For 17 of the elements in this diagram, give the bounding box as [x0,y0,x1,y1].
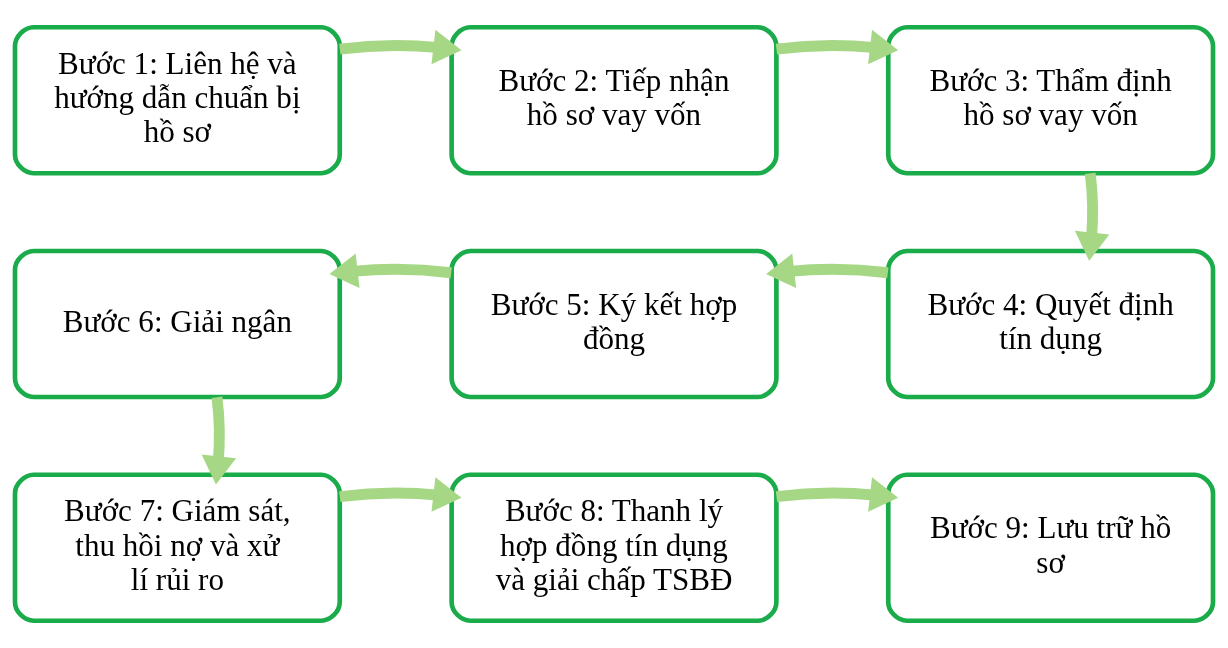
arrow [339,477,462,512]
node-box: Bước 3: Thẩm định hồ sơ vay vốn [885,24,1216,176]
node-box: Bước 1: Liên hệ và hướng dẫn chuẩn bị hồ sơ [12,24,343,176]
node-box: Bước 7: Giám sát, thu hồi nợ và xử lí rủi ro [12,472,343,624]
node-box: Bước 5: Ký kết hợp đồng [449,248,779,400]
arrow [339,29,462,65]
arrow [775,477,899,512]
node-box: Bước 2: Tiếp nhận hồ sơ vay vốn [449,24,779,176]
arrow [329,253,452,288]
node-box: Bước 4: Quyết định tín dụng [885,248,1216,400]
arrow [1074,172,1110,261]
arrow [766,253,889,288]
arrow [775,29,899,65]
node-box: Bước 8: Thanh lý hợp đồng tín dụng và giải chấp TSBĐ [449,472,779,624]
node-box: Bước 9: Lưu trữ hồ sơ [885,472,1216,624]
node-box: Bước 6: Giải ngân [12,248,343,400]
arrow [201,396,237,485]
